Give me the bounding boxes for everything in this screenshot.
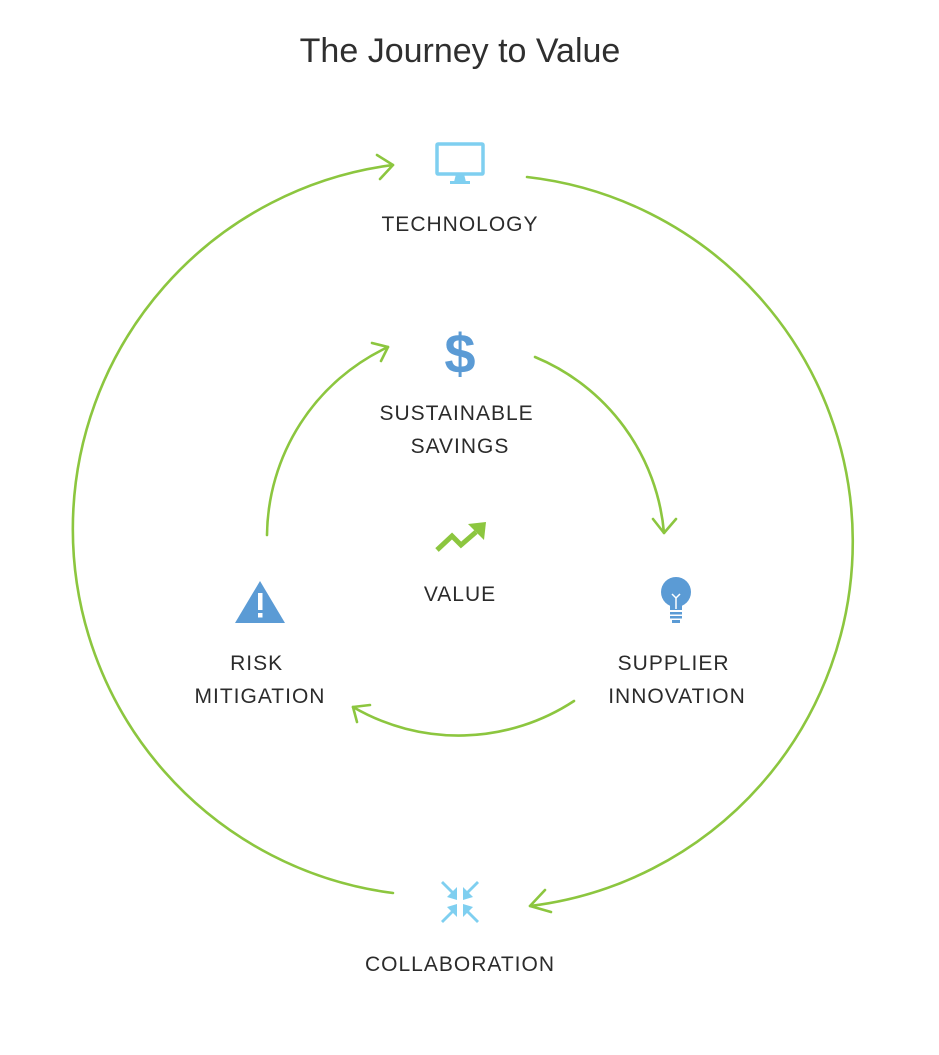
sustainable-savings-line2: SAVINGS — [411, 435, 510, 458]
outer-arrowhead-right — [528, 888, 553, 914]
collaboration-label: COLLABORATION — [365, 953, 555, 976]
sustainable-savings-line1: SUSTAINABLE — [380, 402, 534, 425]
sustainable-savings-label: SUSTAINABLE SAVINGS — [380, 402, 541, 458]
lightbulb-icon — [661, 577, 691, 623]
node-supplier-innovation: SUPPLIER INNOVATION — [608, 577, 746, 708]
inner-arc-innovation-to-risk — [351, 699, 576, 737]
node-sustainable-savings: $ SUSTAINABLE SAVINGS — [380, 322, 541, 458]
value-label: VALUE — [424, 583, 496, 606]
outer-arc-left — [71, 163, 395, 895]
inner-arc-savings-to-innovation — [533, 355, 666, 535]
risk-mitigation-label: RISK MITIGATION — [195, 652, 326, 708]
dollar-sign-icon: $ — [444, 322, 475, 385]
supplier-innovation-line2: INNOVATION — [608, 685, 746, 708]
outer-arrowhead-left — [375, 153, 395, 181]
trend-up-icon — [435, 522, 486, 552]
node-risk-mitigation: RISK MITIGATION — [195, 581, 326, 708]
risk-mitigation-line2: MITIGATION — [195, 685, 326, 708]
monitor-icon — [435, 142, 485, 184]
inner-arrowhead-savings — [370, 341, 390, 363]
page-title: The Journey to Value — [300, 32, 621, 70]
supplier-innovation-label: SUPPLIER INNOVATION — [608, 652, 746, 708]
node-technology: TECHNOLOGY — [381, 142, 538, 236]
inner-arrowhead-risk — [351, 703, 372, 724]
arrows-converge-icon — [441, 881, 479, 923]
node-collaboration: COLLABORATION — [365, 881, 555, 976]
warning-triangle-icon — [235, 581, 285, 623]
outer-cycle — [71, 153, 855, 914]
supplier-innovation-line1: SUPPLIER — [618, 652, 730, 675]
inner-arc-risk-to-savings — [265, 345, 390, 537]
node-value: VALUE — [424, 522, 496, 606]
inner-arrowhead-innovation — [651, 517, 678, 535]
inner-cycle — [265, 341, 678, 737]
risk-mitigation-line1: RISK — [230, 652, 283, 675]
outer-arc-right — [525, 175, 855, 908]
technology-label: TECHNOLOGY — [381, 213, 538, 236]
